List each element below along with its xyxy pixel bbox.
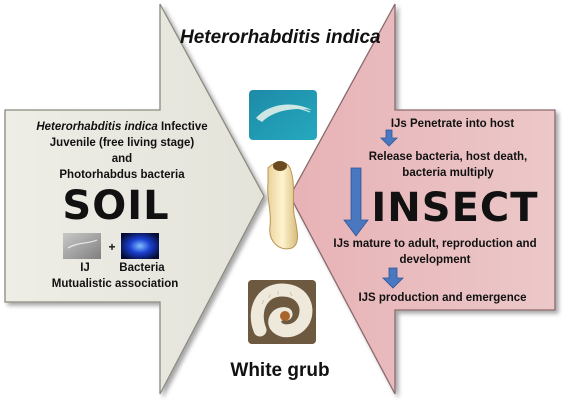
diagram-title: Heterorhabditis indica (180, 26, 370, 49)
insect-step-4: IJS production and emergence (340, 290, 545, 306)
white-grub-label: White grub (210, 360, 350, 382)
soil-description: Heterorhabditis indica Infective Juvenil… (8, 119, 236, 183)
insect-step-1: IJs Penetrate into host (365, 116, 540, 132)
ij-label: IJ (70, 262, 100, 274)
ij-photo (63, 233, 101, 259)
insect-step-2-line1: Release bacteria, host death, (348, 149, 548, 165)
soil-desc-infective: Infective (158, 121, 208, 133)
soil-desc-line3: and (8, 151, 236, 167)
insect-step-3: IJs mature to adult, reproduction and de… (325, 236, 545, 268)
insect-step-3-line2: development (325, 252, 545, 268)
larva-photo (268, 161, 298, 249)
insect-step-3-line1: IJs mature to adult, reproduction and (325, 236, 545, 252)
soil-desc-line1: Heterorhabditis indica Infective (8, 119, 236, 135)
nematode-photo (249, 90, 317, 140)
soil-heading: SOIL (18, 184, 214, 228)
bacteria-label: Bacteria (112, 262, 172, 274)
soil-desc-line4: Photorhabdus bacteria (8, 167, 236, 183)
white-grub-photo (248, 280, 316, 344)
insect-step-2-line2: bacteria multiply (348, 165, 548, 181)
soil-desc-line2: Juvenile (free living stage) (8, 135, 236, 151)
soil-desc-species: Heterorhabditis indica (36, 121, 157, 133)
insect-step-2: Release bacteria, host death, bacteria m… (348, 149, 548, 181)
plus-sign: + (106, 240, 118, 254)
insect-heading: INSECT (360, 186, 550, 230)
mutualistic-label: Mutualistic association (20, 278, 210, 290)
bacteria-photo (121, 233, 159, 259)
